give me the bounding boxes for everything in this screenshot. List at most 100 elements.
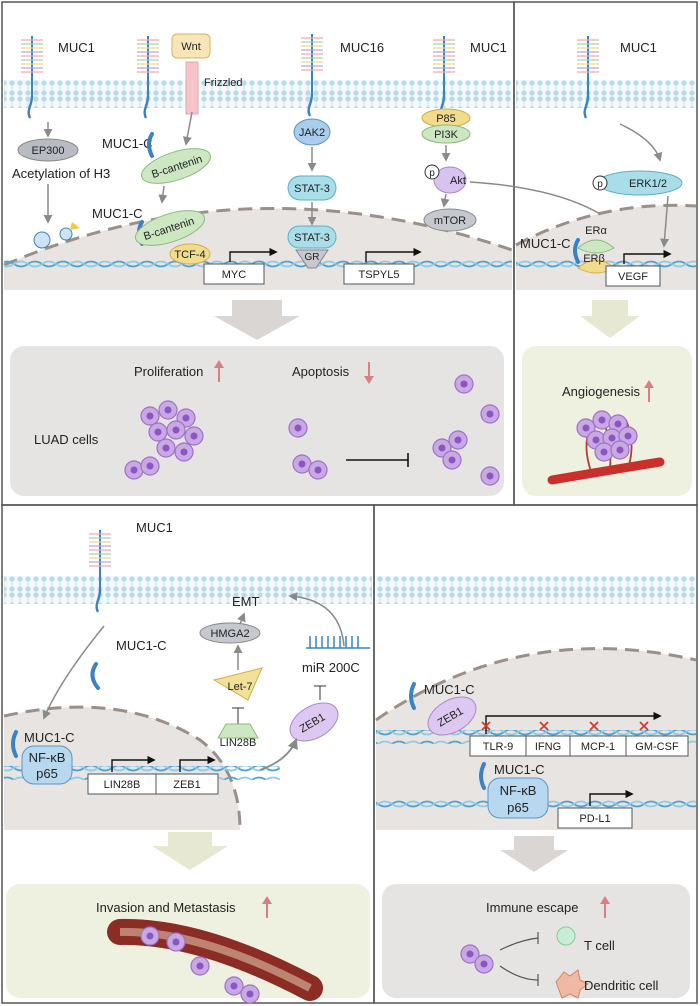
transcription-arrow [179,755,216,772]
transcription-arrow [111,755,156,772]
arrow [259,737,298,771]
ep300-protein [17,138,79,162]
phospho-icon [424,164,440,180]
akt-label: Akt [450,175,466,187]
up-arrow-icon [600,896,610,918]
nfkb-label: NF-κB [29,750,66,765]
inhibition-line [499,965,539,981]
er-alpha-label: ERα [585,225,607,237]
arrow [660,195,670,248]
acetyl-mark-icon [70,222,80,230]
vessel-wall [119,927,312,992]
zeb1-protein [427,696,477,736]
muc1c-label: MUC1-C [116,638,167,653]
tcf4-protein [169,243,211,265]
muc1c-label: MUC1-C [424,682,475,697]
zeb1-gene-label: ZEB1 [173,779,201,791]
outcome-box [382,884,690,998]
muc1-label: MUC1 [58,40,95,55]
tspyl5-gene [343,263,415,285]
wnt-ligand [171,33,211,59]
nfkb-p65-protein [21,745,73,785]
arrow [288,592,345,647]
luad-cells-label: LUAD cells [34,432,99,447]
t-cell-icon [556,926,576,946]
muc1c-fragment [479,762,486,790]
up-arrow-icon [262,896,272,918]
pdl1-gene [557,807,633,829]
panel-c: MUC1 MUC1-C EMT HMGA2 Let-7 LIN28B miR 2… [3,520,372,1004]
muc1c-label: MUC1-C [102,136,153,151]
wnt-label: Wnt [181,41,201,53]
myc-label: MYC [222,269,247,281]
muc1c-nuclear-label: MUC1-C [92,206,143,221]
up-arrow-icon [644,380,654,402]
t-cell-label: T cell [584,938,615,953]
myc-gene [203,263,265,285]
jak2-protein [293,118,331,146]
muc1c-fragment [409,682,416,710]
vegf-gene [605,265,661,287]
nuclear-envelope [515,203,697,247]
frizzled-receptor [185,61,199,115]
inhibition-line [499,937,539,951]
emt-label: EMT [232,594,260,609]
stat3-label: STAT-3 [294,183,330,195]
lin28b-protein [217,723,259,739]
let7-icon [212,667,263,701]
down-arrow-icon [500,836,568,872]
p65-label: p65 [36,766,58,781]
frizzled-label: Frizzled [204,77,243,89]
mir200c-icon [306,636,370,649]
histone-icon [33,231,51,249]
arrow [42,625,105,720]
dendritic-cell-label: Dendritic cell [584,978,659,993]
down-arrow-icon [152,832,228,870]
immune-escape-label: Immune escape [486,900,579,915]
panel-a: MUC1 Wnt Frizzled MUC16 MUC1 EP300 Acety… [3,32,641,496]
lin28b-protein-label: LIN28B [220,737,257,749]
transcription-arrow [365,247,422,262]
zeb1-gene [155,773,219,795]
membrane [4,80,512,108]
pdl1-label: PD-L1 [579,813,610,825]
transcription-arrow [623,249,672,264]
up-arrow-icon [214,360,224,382]
muc1c-nuclear-label: MUC1-C [24,730,75,745]
gmcsf-gene [625,735,689,757]
muc1c-bottom-label: MUC1-C [494,762,545,777]
muc1c-fragment [90,662,100,690]
muc1-label: MUC1 [136,520,173,535]
muc1c-fragment [147,132,154,158]
er-beta-label: ERβ [583,253,605,265]
er-alpha-protein [577,239,615,254]
tcf4-label: TCF-4 [174,249,205,261]
stat3-protein [287,175,337,201]
mcp1-label: MCP-1 [581,741,615,753]
p65-label: p65 [507,800,529,815]
gmcsf-label: GM-CSF [635,741,679,753]
panel-d: MUC1-C ZEB1 TLR-9 IFNG MCP-1 GM-CSF MUC1… [375,576,697,999]
pi3k-label: PI3K [434,129,459,141]
ifng-label: IFNG [535,741,561,753]
arrow [440,193,450,208]
gr-label: GR [305,252,320,263]
muc1c-label: MUC1-C [520,236,571,251]
nuclear-envelope [3,705,242,831]
invasion-label: Invasion and Metastasis [96,900,236,915]
membrane [376,576,696,604]
akt-protein [433,166,467,194]
angiogenesis-label: Angiogenesis [562,384,641,399]
pi3k-protein [421,124,471,144]
arrow [619,123,663,162]
zeb1-protein [289,702,339,742]
transcription-arrow [589,789,634,806]
vegf-label: VEGF [618,271,648,283]
proliferation-label: Proliferation [134,364,203,379]
nfkb-p65-protein [487,777,549,819]
tspyl5-label: TSPYL5 [359,269,400,281]
muc1-label: MUC1 [620,40,657,55]
lin28b-gene-label: LIN28B [104,779,141,791]
muc1c-fragment [573,238,580,264]
stat3-nuclear-label: STAT-3 [294,232,330,244]
